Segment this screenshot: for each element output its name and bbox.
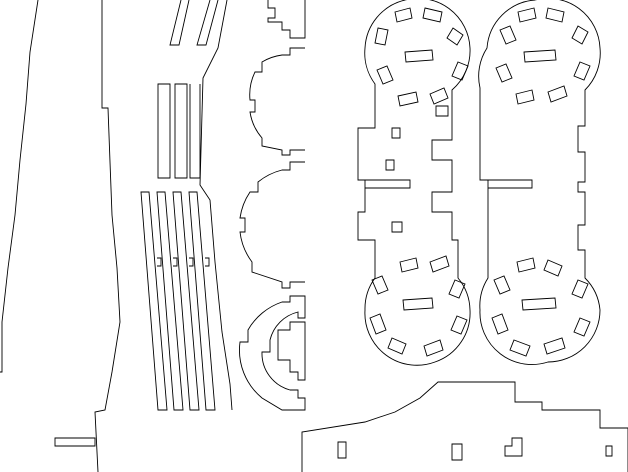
slot-l14 xyxy=(399,257,419,273)
slot-l19 xyxy=(369,313,387,335)
slot-l1 xyxy=(374,27,389,46)
notched-half-disc-2 xyxy=(239,161,305,289)
chassis-plate-right xyxy=(478,0,601,365)
slot-l21 xyxy=(423,339,444,357)
chassis-plate-left xyxy=(357,0,471,366)
slot-l20 xyxy=(387,337,407,355)
slot-l12 xyxy=(385,159,395,171)
slot-l3 xyxy=(422,7,443,23)
panel-cutout-2 xyxy=(451,443,463,461)
bottom-body-panel-outline xyxy=(301,381,628,472)
stringer-3 xyxy=(172,191,200,411)
stringer-4 xyxy=(188,191,216,411)
notched-ring-part xyxy=(239,295,306,411)
slot-r1 xyxy=(499,25,517,45)
slot-l10 xyxy=(435,105,449,117)
tapered-spar-part xyxy=(0,0,121,472)
slot-r15 xyxy=(491,313,509,335)
slot-r6 xyxy=(495,63,513,83)
slot-r11 xyxy=(543,259,563,277)
ring-inner-slot xyxy=(277,321,306,381)
slot-r3 xyxy=(545,7,565,23)
slot-l4 xyxy=(446,27,464,46)
slot-r8 xyxy=(515,89,535,105)
slot-r16 xyxy=(509,339,531,357)
foot-tab-part xyxy=(54,437,96,447)
slot-r7 xyxy=(523,49,557,63)
strip-part-2 xyxy=(196,0,219,46)
slot-r4 xyxy=(571,25,589,45)
chassis-plate-right-outline xyxy=(478,0,601,365)
slot-r17 xyxy=(543,337,566,355)
stringer-set xyxy=(140,191,216,411)
slot-r12 xyxy=(493,275,511,295)
panel-cutout-1 xyxy=(337,441,347,459)
panel-cutout-4 xyxy=(605,445,613,457)
bottom-body-panel xyxy=(301,381,628,472)
slot-l15 xyxy=(429,255,450,273)
slot-r2 xyxy=(517,7,537,23)
vertical-bar-2 xyxy=(174,83,188,179)
slot-l18 xyxy=(402,297,434,311)
slot-l9 xyxy=(429,87,449,105)
vertical-bar-3 xyxy=(189,84,201,179)
slot-l5 xyxy=(451,61,469,81)
slot-r5 xyxy=(573,61,591,81)
slot-l11 xyxy=(391,127,401,139)
vertical-bar-1 xyxy=(157,83,171,179)
long-strip-part xyxy=(199,0,233,411)
strip-part-1 xyxy=(169,0,190,46)
stringer-2 xyxy=(156,191,184,411)
small-notched-arc-part xyxy=(267,0,306,39)
stringer-notch-row xyxy=(157,257,210,267)
chassis-plate-left-outline xyxy=(357,0,471,366)
slot-l13 xyxy=(391,221,403,233)
slot-r14 xyxy=(521,297,557,311)
slot-l6 xyxy=(376,65,394,85)
slot-l2 xyxy=(394,7,413,23)
slot-l8 xyxy=(397,91,419,107)
stringer-1 xyxy=(140,191,168,411)
slot-l16 xyxy=(371,275,389,295)
slot-r18 xyxy=(573,317,591,337)
slot-r13 xyxy=(571,279,589,299)
slot-r9 xyxy=(547,85,568,103)
notched-half-disc-1 xyxy=(249,47,305,156)
slot-l22 xyxy=(450,315,468,335)
slot-l7 xyxy=(404,49,434,63)
slot-r10 xyxy=(516,257,536,273)
panel-cutout-3 xyxy=(504,437,523,457)
slot-l17 xyxy=(448,279,466,299)
